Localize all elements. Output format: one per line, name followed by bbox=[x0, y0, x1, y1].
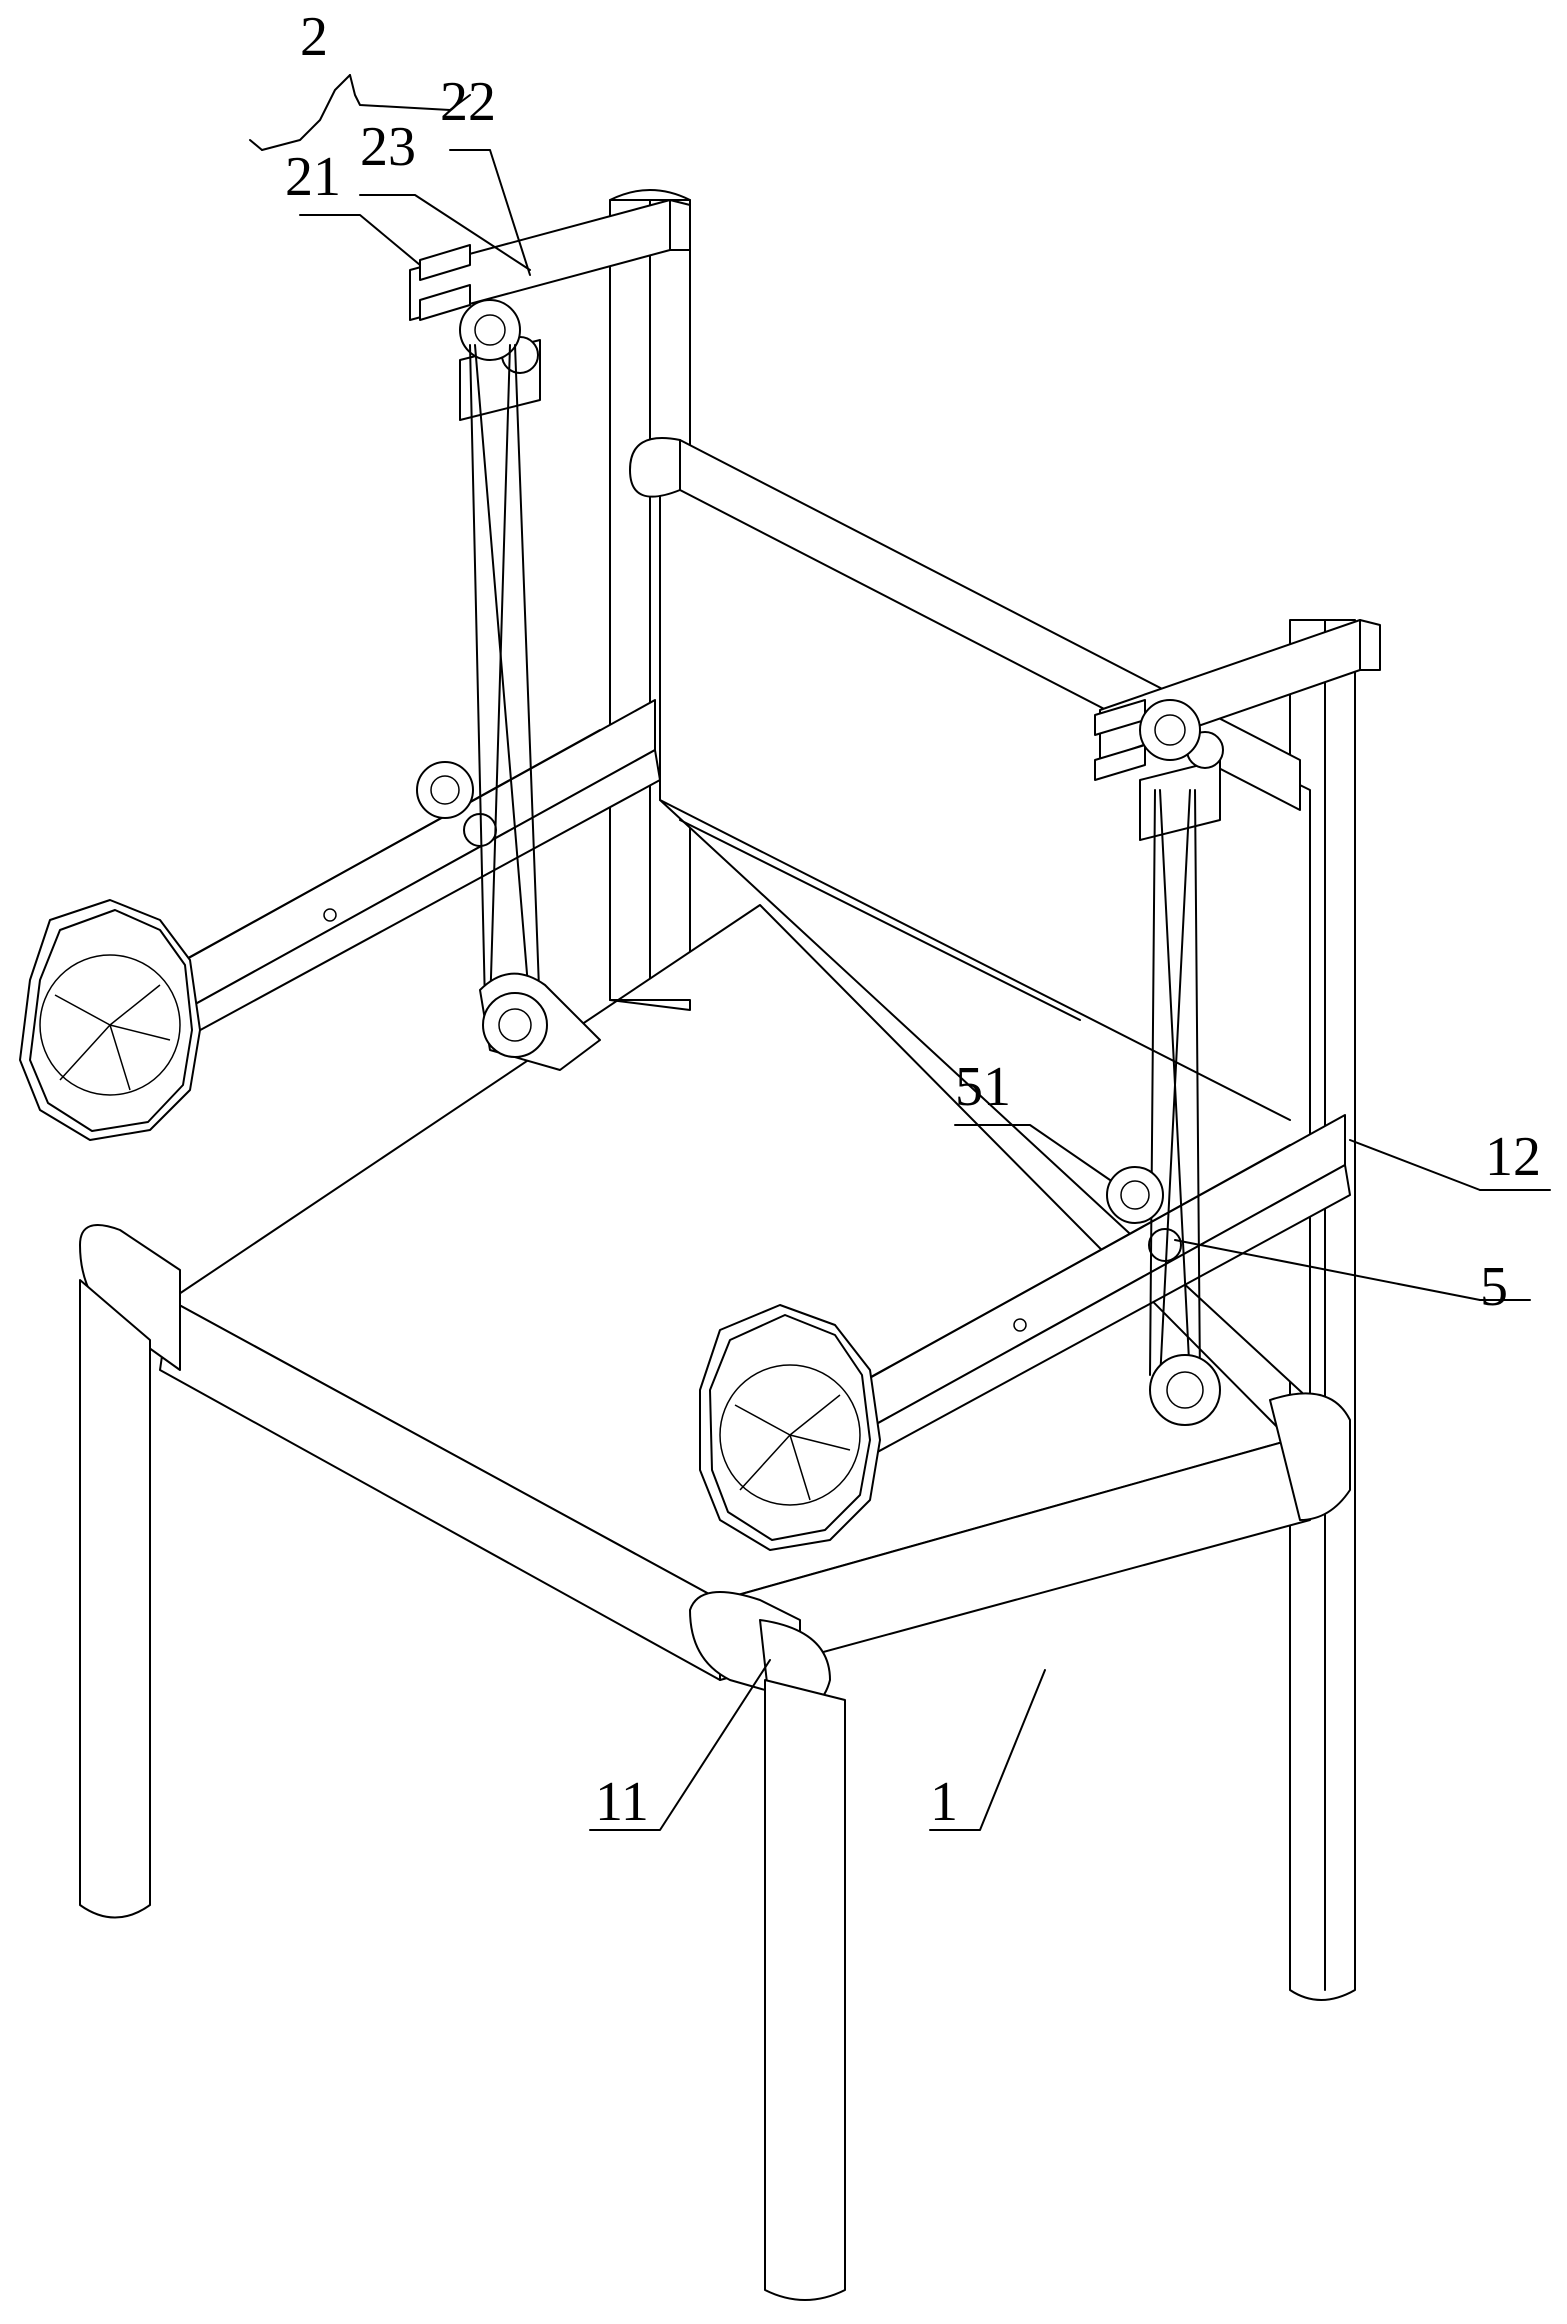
right-cables bbox=[1150, 790, 1200, 1380]
left-cables bbox=[470, 345, 540, 1015]
right-lower-pulley bbox=[1150, 1355, 1220, 1425]
right-mid-pulley bbox=[1107, 1167, 1163, 1223]
label-23: 23 bbox=[360, 116, 416, 178]
label-12: 12 bbox=[1485, 1126, 1541, 1188]
label-5: 5 bbox=[1480, 1256, 1508, 1318]
right-upper-bracket bbox=[1095, 620, 1380, 840]
front-right-leg bbox=[765, 1680, 845, 2300]
leader-lines bbox=[250, 75, 1550, 1830]
left-lower-pulley bbox=[480, 974, 600, 1070]
left-ratchet-wheel bbox=[20, 900, 200, 1140]
right-ratchet-wheel bbox=[700, 1305, 880, 1550]
front-left-leg bbox=[80, 1280, 150, 1918]
rear-left-leg-lower bbox=[610, 1000, 690, 1010]
seat-right-rail bbox=[720, 1393, 1350, 1680]
label-22: 22 bbox=[440, 71, 496, 133]
label-21: 21 bbox=[285, 146, 341, 208]
label-1: 1 bbox=[930, 1771, 958, 1833]
left-mid-pulley bbox=[417, 762, 473, 818]
reference-labels: 2 22 23 21 51 12 5 11 1 bbox=[285, 6, 1541, 1833]
label-51: 51 bbox=[955, 1056, 1011, 1118]
label-2: 2 bbox=[300, 6, 328, 68]
label-11: 11 bbox=[595, 1771, 649, 1833]
